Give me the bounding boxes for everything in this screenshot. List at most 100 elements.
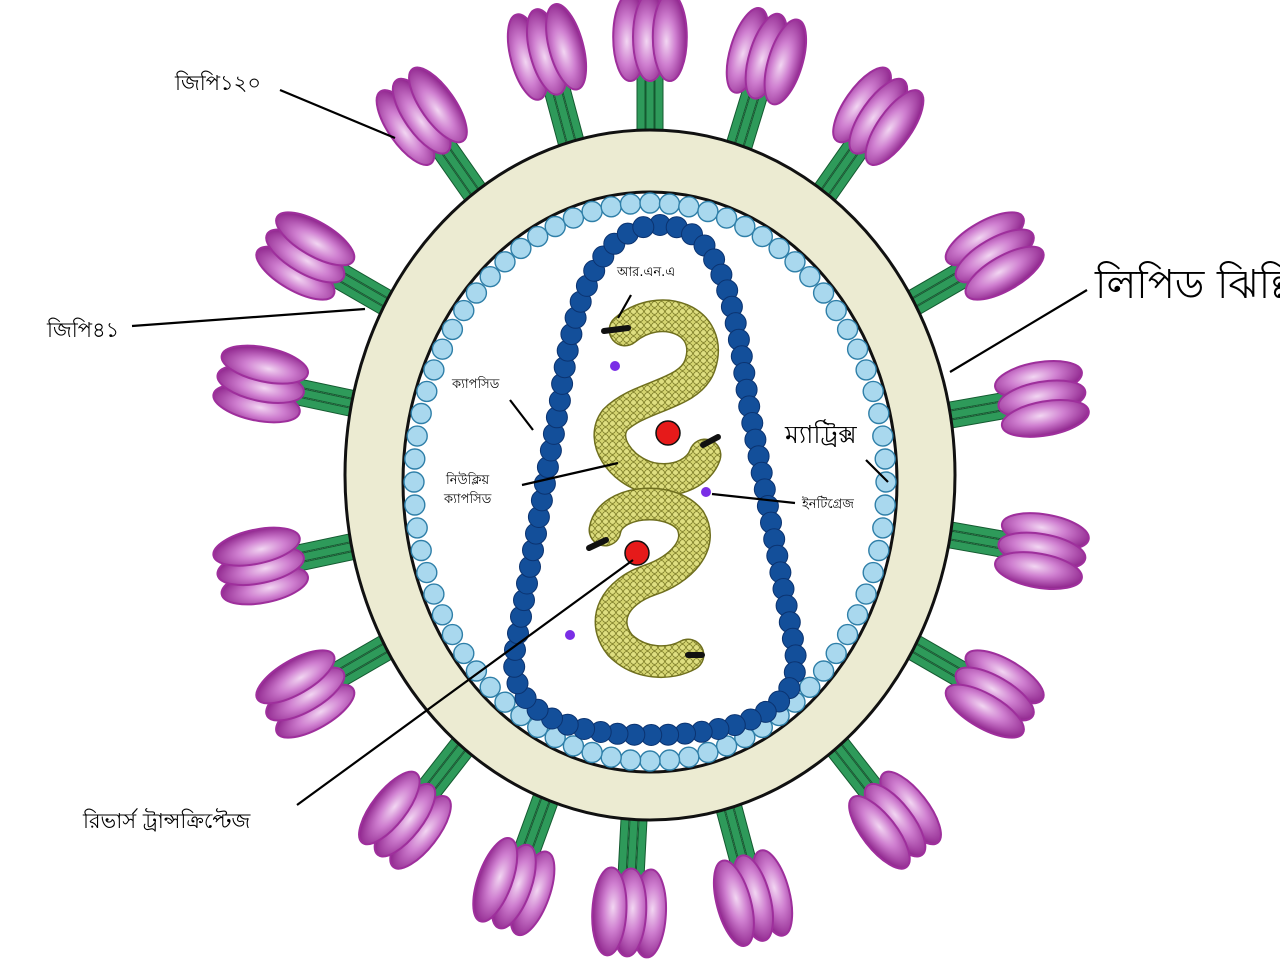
matrix-protein-bead [751,225,773,248]
matrix-protein-bead [836,623,859,646]
matrix-protein-bead [846,604,869,626]
matrix-protein-bead [431,604,454,626]
matrix-protein-bead [453,642,475,665]
matrix-protein-bead [836,318,859,341]
glycoprotein-spike-icon [591,793,668,959]
matrix-protein-bead [874,448,896,470]
matrix-protein-bead [479,676,501,698]
glycoprotein-spike-icon [612,0,688,156]
matrix-protein-bead [734,215,756,238]
label-matrix: ম্যাট্রিক্স [784,419,857,449]
matrix-protein-bead [768,237,790,260]
matrix-protein-bead [404,494,426,516]
label-nucleocapsid-line1: নিউক্লিয় [445,472,490,488]
matrix-protein-bead [874,494,896,516]
integrase-dot-icon [701,487,711,497]
integrase-dot-icon [610,361,620,371]
matrix-protein-bead [416,380,438,403]
matrix-protein-bead [527,225,549,248]
matrix-protein-bead [410,539,432,562]
label-capsid: ক্যাপসিড [451,376,500,392]
matrix-protein-bead [581,200,603,223]
label-lipid-membrane: লিপিড ঝিল্লি [1094,261,1280,308]
matrix-protein-bead [678,746,700,768]
matrix-protein-bead [494,251,516,273]
matrix-protein-bead [544,215,566,238]
leader-gp41 [131,307,366,328]
rna-strand-upper [593,299,722,496]
matrix-protein-bead [862,561,884,584]
matrix-protein-bead [812,660,835,682]
matrix-protein-bead [868,402,890,425]
matrix-protein-bead [410,402,432,425]
matrix-protein-bead [619,193,642,215]
matrix-protein-bead [494,691,516,713]
rna-tail [601,325,631,334]
matrix-protein-bead [658,193,681,215]
label-nucleocapsid-line2: ক্যাপসিড [443,491,492,507]
rna-tail [700,434,721,448]
capsid-protein-bead [632,216,655,239]
label-reverse-transcriptase: রিভার্স ট্রান্সক্রিপ্টেজ [82,808,252,833]
matrix-protein-bead [875,471,897,493]
matrix-protein-bead [825,642,847,665]
leader-nucleocapsid [521,461,619,487]
matrix-protein-bead [715,207,738,229]
matrix-protein-bead [799,676,821,698]
matrix-protein-bead [855,583,877,605]
matrix-protein-bead [423,583,445,605]
reverse-transcriptase-dot-icon [655,420,681,446]
rna-strand-lower [588,487,711,679]
matrix-protein-bead [465,282,488,304]
matrix-protein-layer [403,192,897,772]
matrix-protein-bead [658,749,681,771]
matrix-protein-bead [825,299,847,322]
leader-lipid [949,289,1088,373]
matrix-protein-bead [479,266,501,288]
matrix-protein-bead [510,237,532,260]
rna-tail [586,537,609,551]
leader-rna [617,294,632,319]
matrix-protein-bead [431,338,454,360]
matrix-protein-bead [416,561,438,584]
matrix-protein-bead [639,192,661,214]
leader-gp120 [279,88,396,140]
matrix-protein-bead [423,359,445,381]
matrix-protein-bead [581,741,603,764]
integrase-dot-icon [565,630,575,640]
matrix-protein-bead [855,359,877,381]
label-integrase: ইনটিগ্রেজ [801,496,854,512]
label-rna: আর.এন.এ [616,265,675,280]
matrix-protein-bead [404,448,426,470]
matrix-protein-bead [799,266,821,288]
matrix-protein-bead [600,196,622,218]
matrix-protein-bead [562,207,585,229]
label-gp120: জিপি১২০ [174,71,261,95]
matrix-protein-bead [678,196,700,218]
capsid-shell [503,214,807,746]
matrix-protein-bead [872,517,894,539]
matrix-protein-bead [812,282,835,304]
matrix-protein-bead [453,299,475,322]
label-gp41: জিপি৪১ [46,318,119,342]
matrix-protein-bead [697,741,719,764]
matrix-protein-bead [619,749,642,771]
matrix-protein-bead [403,471,425,493]
matrix-protein-bead [784,251,806,273]
leader-integrase [711,492,796,505]
matrix-protein-bead [862,380,884,403]
matrix-protein-bead [465,660,488,682]
leader-reverse-transcriptase [296,559,634,806]
matrix-protein-bead [406,425,428,447]
matrix-protein-bead [600,746,622,768]
matrix-protein-bead [846,338,869,360]
matrix-protein-bead [868,539,890,562]
matrix-protein-bead [639,750,661,772]
matrix-protein-bead [441,318,464,341]
matrix-protein-bead [441,623,464,646]
leader-matrix [865,459,889,483]
matrix-protein-bead [872,425,894,447]
matrix-protein-bead [697,200,719,223]
reverse-transcriptase-dot-icon [624,540,650,566]
